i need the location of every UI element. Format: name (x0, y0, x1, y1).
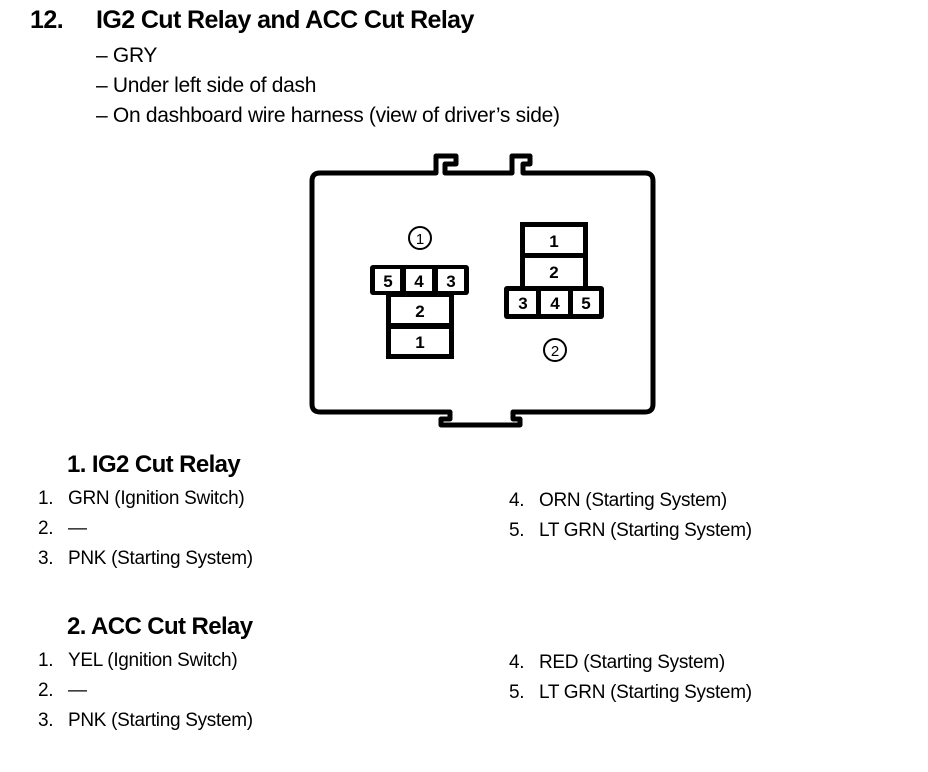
connector-2-pin-label: 3 (518, 294, 527, 313)
connector-1: 1 5 4 3 2 1 (370, 226, 469, 359)
pin-number: 1. (38, 488, 54, 509)
pin-row: 2. — (38, 680, 87, 702)
pin-row: 3. PNK (Starting System) (38, 710, 253, 732)
connector-1-pin-cell (391, 329, 449, 354)
connector-1-pin-cell (375, 269, 400, 291)
pin-number: 2. (38, 680, 54, 701)
pin-number: 5. (509, 682, 525, 703)
connector-2-marker (543, 338, 567, 362)
pin-row: 3. PNK (Starting System) (38, 548, 253, 570)
pin-description: PNK (Starting System) (68, 548, 253, 569)
connector-2-pin-cell (525, 227, 583, 253)
detail-harness: – On dashboard wire harness (view of dri… (96, 104, 560, 127)
connector-2-pin-cell (509, 291, 536, 314)
connector-2-pin-cell (573, 291, 599, 314)
section-title-acc: 2. ACC Cut Relay (67, 613, 253, 640)
pin-description: — (68, 518, 87, 539)
connector-1-pin-cell (438, 269, 464, 291)
connector-1-pin-label: 5 (383, 272, 392, 291)
connector-1-pin-label: 3 (446, 272, 455, 291)
pin-description: LT GRN (Starting System) (539, 682, 752, 703)
pin-row: 5. LT GRN (Starting System) (509, 682, 752, 704)
pin-row: 4. ORN (Starting System) (509, 490, 727, 512)
pin-row: 2. — (38, 518, 87, 540)
connector-2-pin-label: 2 (549, 263, 558, 282)
pin-number: 4. (509, 490, 525, 511)
pin-number: 2. (38, 518, 54, 539)
pin-description: ORN (Starting System) (539, 490, 727, 511)
pin-description: — (68, 680, 87, 701)
section-title-ig2: 1. IG2 Cut Relay (67, 451, 241, 478)
connector-2-pin-cell (541, 291, 568, 314)
pin-number: 1. (38, 650, 54, 671)
detail-location: – Under left side of dash (96, 74, 317, 97)
connector-1-pin-label: 1 (415, 333, 424, 352)
connector-1-pin-label: 2 (415, 302, 424, 321)
connector-1-pin-label: 4 (414, 272, 424, 291)
connector-1-marker (408, 226, 432, 250)
connector-2-pin-label: 1 (549, 232, 558, 251)
connector-1-number: 1 (416, 231, 424, 248)
connector-1-pin-cell (406, 269, 432, 291)
pin-row: 5. LT GRN (Starting System) (509, 520, 752, 542)
connector-2-number: 2 (551, 343, 559, 360)
connector-2-pin-label: 5 (581, 294, 590, 313)
relay-housing-outline (309, 153, 656, 428)
pin-row: 1. YEL (Ignition Switch) (38, 650, 238, 672)
connector-2-pin-label: 4 (550, 294, 560, 313)
detail-color: – GRY (96, 44, 158, 67)
pin-number: 5. (509, 520, 525, 541)
item-number: 12. (30, 6, 64, 34)
page-title: IG2 Cut Relay and ACC Cut Relay (96, 6, 474, 34)
pin-number: 4. (509, 652, 525, 673)
connector-2: 1 2 3 4 5 2 (504, 222, 604, 362)
pin-row: 4. RED (Starting System) (509, 652, 725, 674)
pin-description: LT GRN (Starting System) (539, 520, 752, 541)
pin-number: 3. (38, 548, 54, 569)
pin-description: RED (Starting System) (539, 652, 725, 673)
pin-row: 1. GRN (Ignition Switch) (38, 488, 245, 510)
pin-description: GRN (Ignition Switch) (68, 488, 245, 509)
pin-description: PNK (Starting System) (68, 710, 253, 731)
connector-1-pin-cell (391, 297, 449, 323)
pin-number: 3. (38, 710, 54, 731)
connector-2-pin-cell (525, 258, 583, 286)
pin-description: YEL (Ignition Switch) (68, 650, 238, 671)
connector-diagram: 1 5 4 3 2 1 1 2 3 4 5 2 (309, 153, 656, 428)
